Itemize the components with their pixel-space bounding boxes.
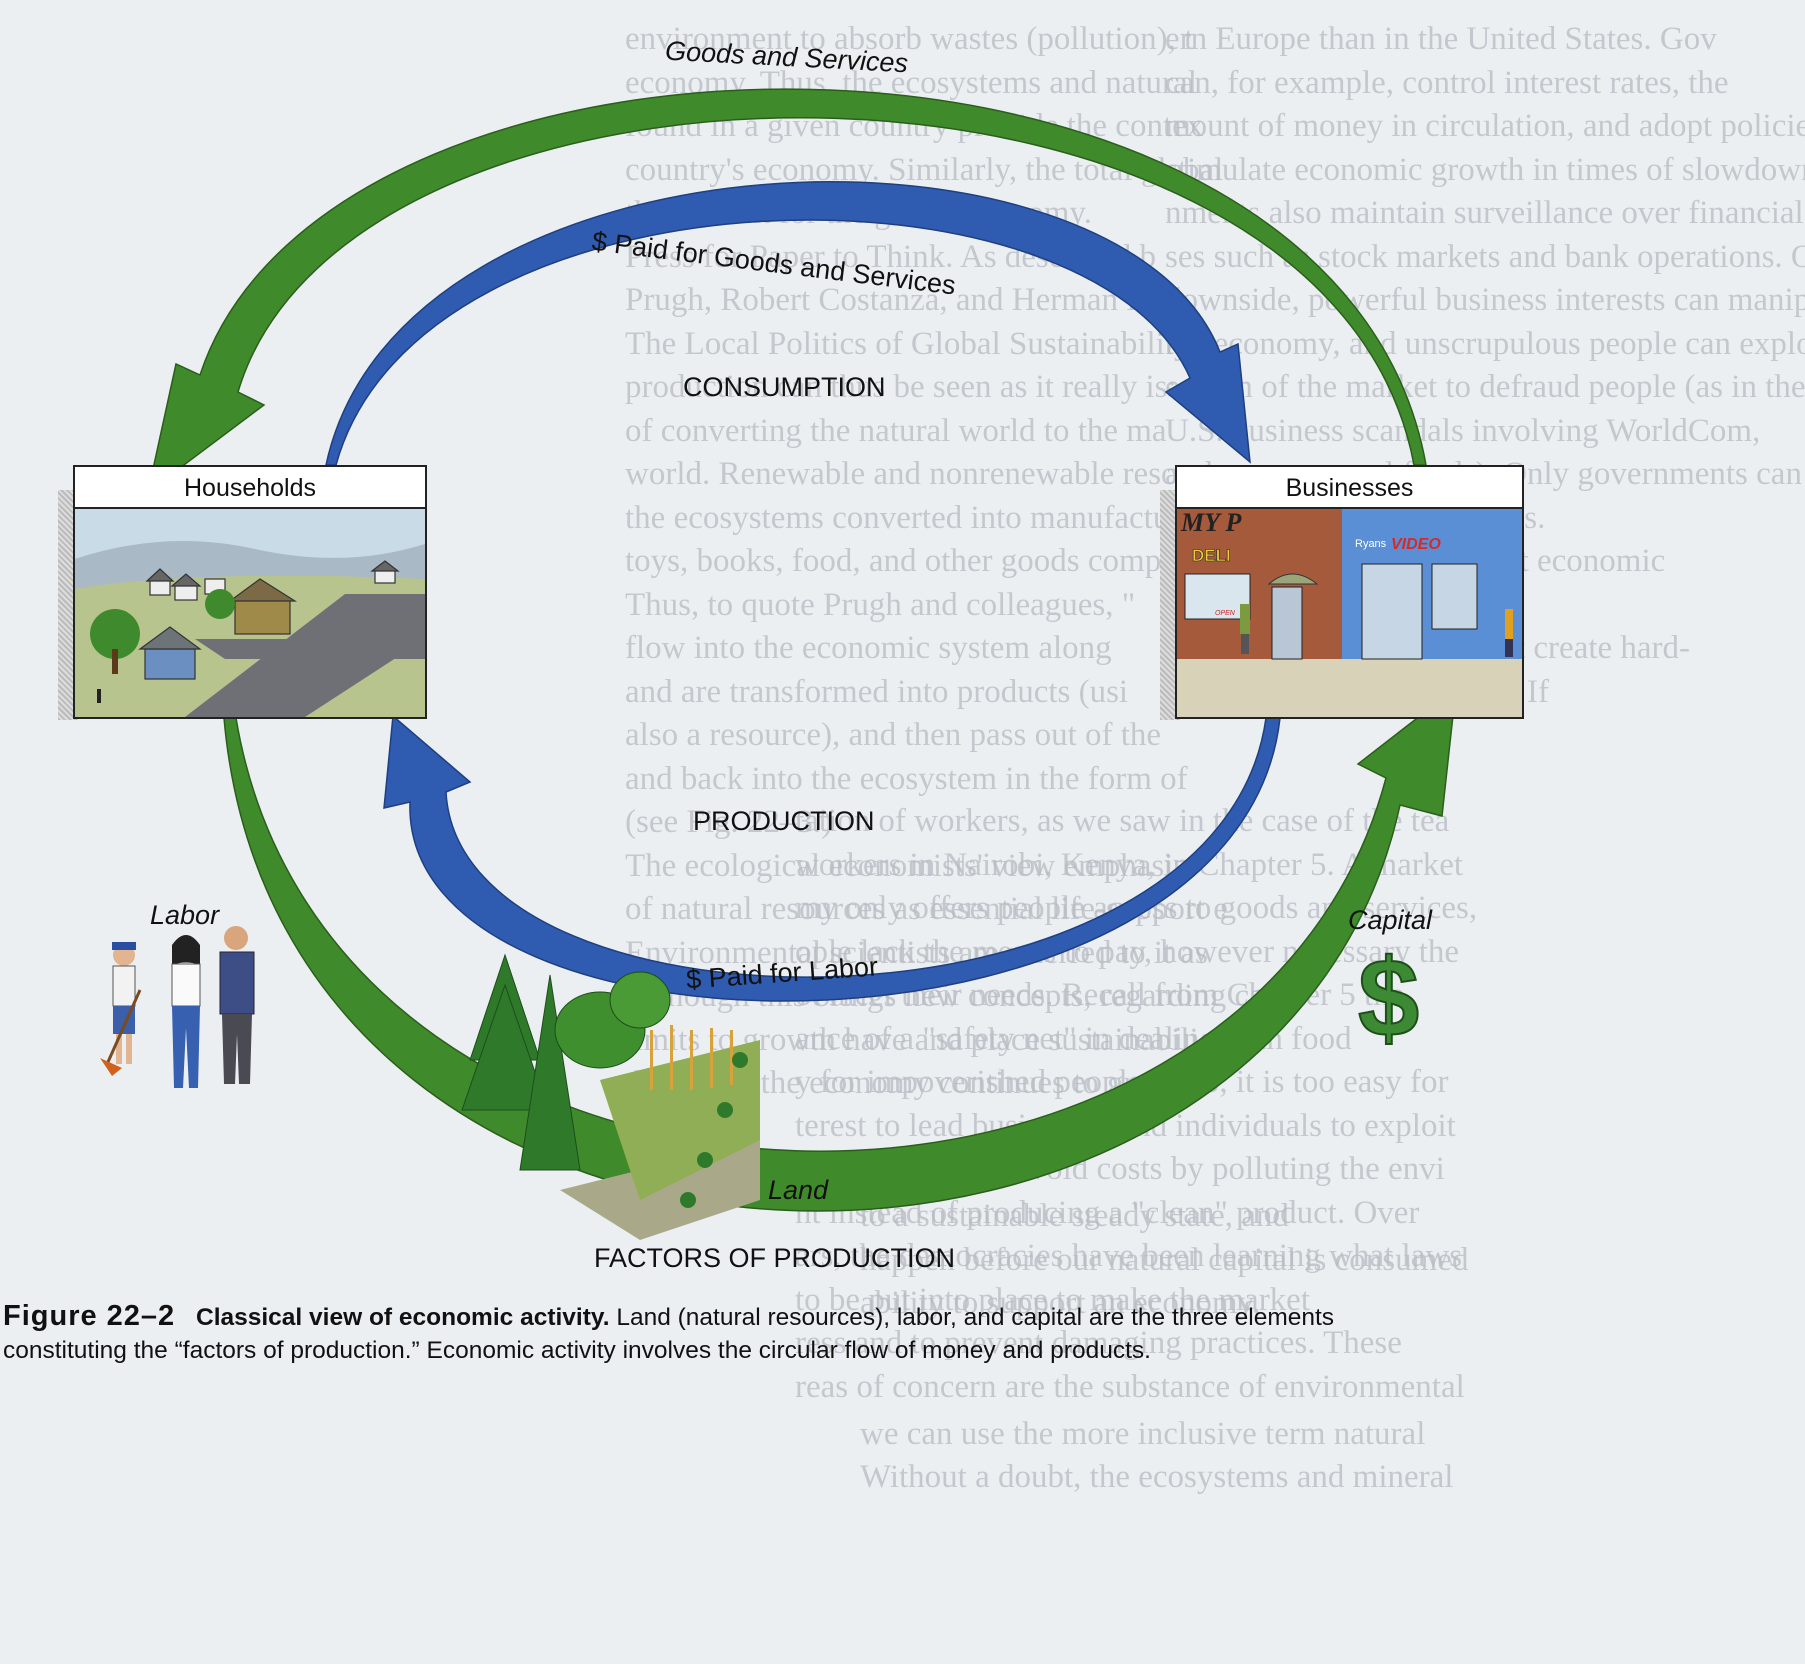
show-through-line: of converting the natural world to the m…: [625, 412, 1167, 449]
show-through-line: flow into the economic system along: [625, 630, 1112, 666]
show-through-line: tation of workers, as we saw in the case…: [795, 803, 1450, 839]
figure-caption-text: Land (natural resources), labor, and cap…: [3, 1304, 1335, 1364]
factors-of-production-heading: FACTORS OF PRODUCTION: [594, 1243, 956, 1273]
show-through-line: also a resource), and then pass out of t…: [625, 717, 1162, 753]
show-through-line: toys, books, food, and other goods comp: [625, 543, 1162, 579]
show-through-line: Thus, to quote Prugh and colleagues, ": [625, 586, 1136, 623]
show-through-text-right-top: ern Europe than in the United States. Go…: [1165, 18, 1805, 714]
video-store-brand: Ryans: [1355, 538, 1387, 550]
show-through-line: and back into the ecosystem in the form …: [625, 760, 1188, 797]
show-through-line: The ecological economists' view emphasiz: [625, 847, 1189, 884]
figure-number: Figure 22–2: [3, 1300, 176, 1332]
show-through-line: ars, the democracies have been learning …: [795, 1238, 1463, 1274]
deli-sign: DELI: [1192, 546, 1231, 565]
figure-caption: Figure 22–2 Classical view of economic a…: [3, 1300, 1443, 1367]
show-through-line: (see Fig. 22–3.): [625, 804, 833, 840]
businesses-node: Businesses MY P DELI OPEN Ryans VIDEO: [1175, 465, 1524, 719]
businesses-title: Businesses: [1177, 467, 1522, 509]
show-through-line: stimulate economic growth in times of sl…: [1165, 151, 1805, 188]
store-sign-my: MY P: [1180, 509, 1243, 537]
show-through-text-left-bottom: to a sustainable steady state, and happen…: [860, 1195, 1468, 1500]
show-through-line: Without a doubt, the ecosystems and mine…: [860, 1459, 1454, 1495]
show-through-line: can, for example, control interest rates…: [1165, 64, 1729, 101]
paid-for-goods-arrow: [325, 181, 1251, 466]
show-through-line: the ecosystems converted into manufactur…: [625, 499, 1212, 536]
show-through-line: and are transformed into products (usi: [625, 673, 1129, 710]
show-through-line: we can use the more inclusive term natur…: [860, 1415, 1426, 1452]
businesses-illustration: MY P DELI OPEN Ryans VIDEO: [1177, 508, 1522, 717]
show-through-line: happen before our natural capital is con…: [860, 1241, 1469, 1278]
labor-workers-illustration: [100, 926, 255, 1088]
land-label: Land: [768, 1175, 829, 1205]
show-through-line: world. Renewable and nonrenewable resou: [625, 456, 1195, 492]
figure-title: Classical view of economic activity.: [196, 1304, 610, 1331]
production-heading: PRODUCTION: [693, 806, 875, 836]
consumption-heading: CONSUMPTION: [683, 372, 886, 402]
households-node: Households: [73, 465, 427, 719]
capital-label: Capital: [1348, 905, 1433, 935]
show-through-line: nments also maintain surveillance over f…: [1165, 195, 1804, 231]
households-illustration: [75, 509, 425, 717]
show-through-line: downside, powerful business interests ca…: [1165, 282, 1805, 318]
show-through-line: The Local Politics of Global Sustainabil…: [625, 325, 1215, 362]
show-through-line: eedom of the market to defraud people (a…: [1165, 369, 1805, 405]
show-through-line: production can thus be seen as it really…: [625, 369, 1195, 405]
households-title: Households: [75, 467, 425, 509]
show-through-line: Prugh, Robert Costanza, and Herman E: [625, 282, 1147, 318]
show-through-line: ern Europe than in the United States. Go…: [1165, 21, 1717, 57]
capital-dollar-icon: $: [1357, 936, 1420, 1061]
show-through-line: reas of concern are the substance of env…: [795, 1368, 1465, 1405]
show-through-line: ability to support an economy.: [860, 1285, 1261, 1321]
land-illustration: [461, 953, 760, 1240]
show-through-line: mount of money in circulation, and adopt…: [1165, 108, 1805, 144]
show-through-line: Environmental scientists are referred to…: [625, 934, 1208, 971]
show-through-line: to a sustainable steady state, and: [860, 1198, 1289, 1234]
paid-for-labor-arrow: [383, 714, 1281, 1002]
labor-label: Labor: [150, 900, 220, 930]
show-through-line: U.S. business scandals involving WorldCo…: [1165, 412, 1761, 449]
show-through-line: to be put into place to make the market: [795, 1281, 1310, 1318]
show-through-line: ress and to prevent damaging practices. …: [795, 1325, 1402, 1361]
open-sign: OPEN: [1215, 610, 1236, 617]
show-through-line: environment to absorb wastes (pollution)…: [625, 21, 1194, 57]
video-store-sign: VIDEO: [1391, 536, 1441, 553]
show-through-line: ket economy, and unscrupulous people can…: [1165, 325, 1805, 362]
